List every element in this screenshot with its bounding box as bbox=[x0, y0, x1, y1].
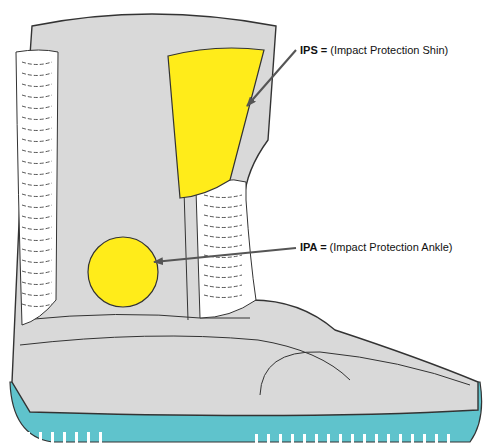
flex-rib bbox=[22, 260, 52, 263]
flex-rib bbox=[22, 282, 52, 285]
flex-rib bbox=[204, 195, 242, 198]
flex-rib bbox=[204, 295, 242, 298]
flex-zone bbox=[196, 180, 256, 318]
flex-zone bbox=[16, 50, 58, 325]
flex-rib bbox=[22, 106, 52, 109]
flex-rib bbox=[22, 216, 52, 219]
boot-body bbox=[12, 14, 478, 416]
ankle-protector bbox=[88, 237, 158, 307]
description-label: (Impact Protection Shin) bbox=[330, 44, 448, 57]
flex-rib bbox=[22, 227, 52, 230]
flex-rib bbox=[204, 265, 242, 268]
flex-rib bbox=[204, 245, 242, 248]
sole-tread bbox=[250, 434, 450, 446]
flex-rib bbox=[22, 73, 52, 76]
flex-rib bbox=[22, 238, 52, 241]
flex-rib bbox=[22, 194, 52, 197]
flex-rib bbox=[204, 235, 242, 238]
flex-rib bbox=[22, 150, 52, 153]
flex-rib bbox=[22, 62, 52, 65]
flex-rib bbox=[22, 183, 52, 186]
flex-rib bbox=[22, 249, 52, 252]
flex-rib bbox=[204, 205, 242, 208]
flex-rib bbox=[22, 304, 52, 307]
sole-tread bbox=[18, 432, 108, 446]
flex-rib bbox=[204, 215, 242, 218]
shin-protector bbox=[168, 48, 264, 198]
flex-rib bbox=[204, 225, 242, 228]
flex-rib bbox=[22, 95, 52, 98]
abbreviation-label: IPA = bbox=[300, 241, 327, 254]
toe-cap-line bbox=[260, 352, 470, 395]
flex-rib bbox=[204, 275, 242, 278]
leader-arrow bbox=[154, 248, 296, 262]
flex-rib bbox=[22, 139, 52, 142]
flex-rib bbox=[22, 293, 52, 296]
flex-rib bbox=[22, 117, 52, 120]
flex-rib bbox=[22, 205, 52, 208]
leader-arrow bbox=[247, 50, 296, 106]
flex-rib bbox=[204, 285, 242, 288]
flex-rib bbox=[22, 161, 52, 164]
flex-rib bbox=[22, 271, 52, 274]
flex-rib bbox=[22, 84, 52, 87]
flex-rib bbox=[22, 172, 52, 175]
flex-rib bbox=[22, 128, 52, 131]
panel-line bbox=[20, 336, 350, 380]
abbreviation-label: IPS = bbox=[300, 44, 327, 57]
description-label: (Impact Protection Ankle) bbox=[330, 241, 453, 254]
